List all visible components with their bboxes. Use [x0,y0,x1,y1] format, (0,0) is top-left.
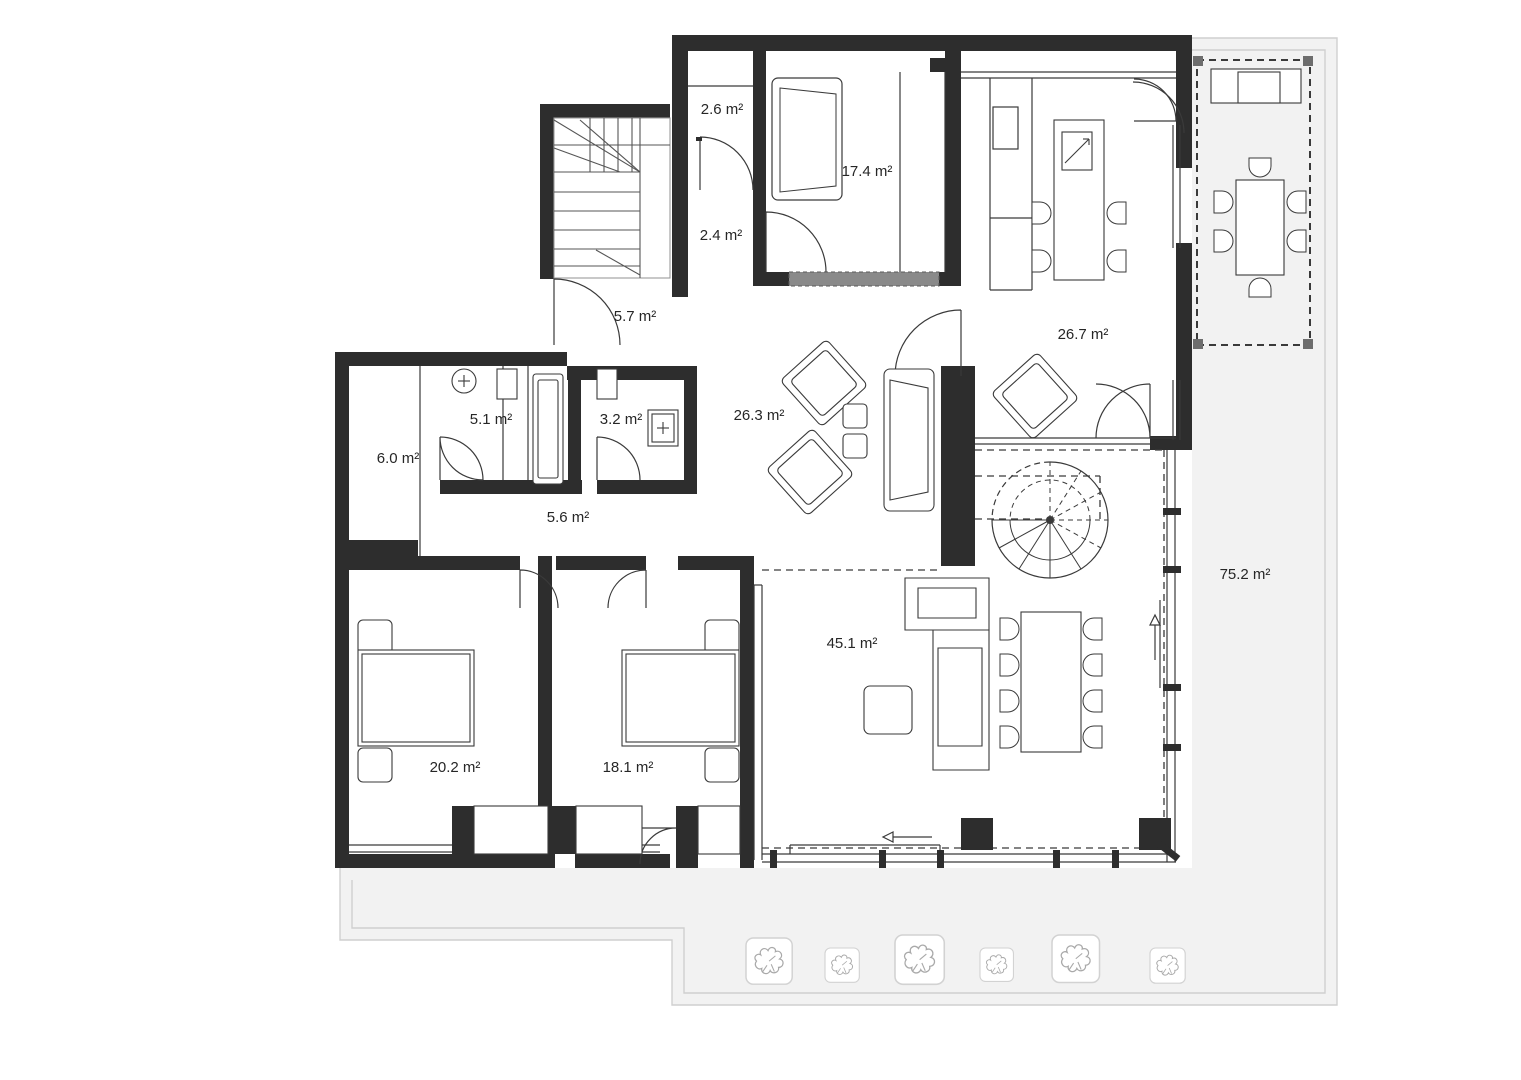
armchair-icon [992,353,1078,439]
nightstand-icon [357,747,393,783]
planter-shrub-icon [894,934,946,986]
glazing-mullions [770,508,1181,868]
straight-staircase [553,117,671,279]
bathroom-fixtures [451,368,564,485]
planter-shrub-icon [745,937,793,985]
coffee-table-icon [842,433,868,459]
area-label-bedroom-study: 17.4 m² [842,163,893,180]
outdoor-sofa [1210,68,1302,104]
coffee-table-icon [842,403,868,429]
area-label-living: 45.1 m² [827,635,878,652]
terrace-dining-table [1213,157,1307,298]
terrace-slab [339,37,1338,1006]
left-arrow-icon [881,831,932,843]
planter-shrub-icon [824,947,860,983]
area-label-kitchen: 26.7 m² [1058,326,1109,343]
coffee-table-icon [863,685,913,735]
area-label-vestibule: 2.4 m² [700,227,743,244]
planter-shrub-icon [1149,947,1186,984]
area-label-dressing: 6.0 m² [377,450,420,467]
wardrobes [473,805,741,855]
corner-door-leaf [1157,841,1181,862]
lounge-furniture [767,340,1078,515]
bedroom-1-furniture [357,619,475,783]
area-label-lounge: 26.3 m² [734,407,785,424]
sliding-door-panel[interactable] [788,271,940,287]
living-room-furniture [863,577,1103,771]
up-arrow-icon [1149,613,1161,660]
living-sectional-sofa-icon [904,577,990,771]
area-label-bathroom: 5.1 m² [470,411,513,428]
nightstand-icon [704,747,740,783]
nightstand-icon [357,619,393,655]
area-label-corridor: 5.6 m² [547,509,590,526]
area-label-ensuite: 3.2 m² [600,411,643,428]
area-label-stair-hall: 5.7 m² [614,308,657,325]
planter-shrub-icon [979,947,1014,982]
planter-shrub-icon [1051,934,1101,984]
spiral-staircase [991,461,1109,579]
toilet-icon [496,368,518,400]
dining-table-icon [1020,611,1082,753]
door-swings [439,78,1185,865]
nightstand-icon [704,619,740,655]
kitchen-counter [1053,119,1105,281]
projection-lines [762,449,1165,849]
area-label-bedroom-2: 18.1 m² [603,759,654,776]
ensuite-fixtures [596,368,679,447]
area-label-bedroom-1: 20.2 m² [430,759,481,776]
bedroom-2-furniture [621,619,740,783]
glazing-and-thin-walls [349,71,1181,863]
direction-arrows [881,613,1161,843]
armchair-icon [767,429,853,515]
area-label-terrace: 75.2 m² [1220,566,1271,583]
area-label-wc: 2.6 m² [701,101,744,118]
room-area-labels: 2.6 m² 2.4 m² 17.4 m² 5.7 m² 26.7 m² 5.1… [377,101,1271,776]
terrace-pergola [1193,56,1313,349]
lounge-sofa-icon [883,368,935,512]
bedroom-study-sofa [771,77,843,201]
toilet-icon [596,368,618,400]
armchair-icon [781,340,867,426]
